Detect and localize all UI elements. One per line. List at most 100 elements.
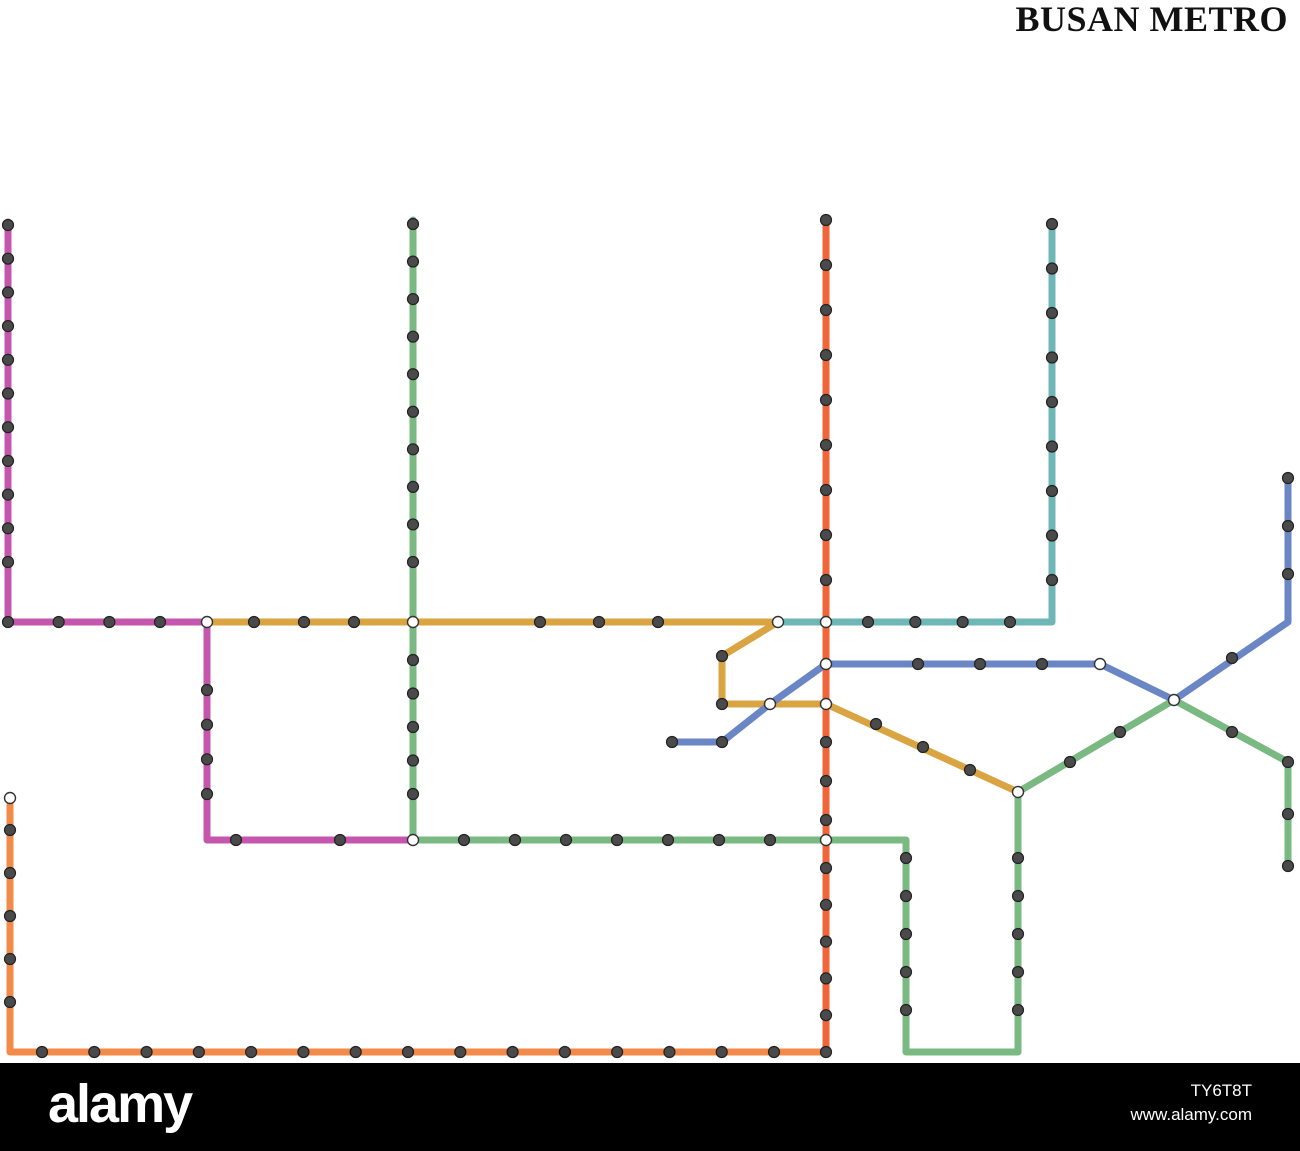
station-dot <box>899 889 913 903</box>
station-dot <box>1225 651 1239 665</box>
station-dot <box>200 683 214 697</box>
station-dot <box>406 720 420 734</box>
station-dot <box>192 1045 205 1059</box>
station-dot <box>1 488 15 501</box>
station-dot <box>1 387 15 400</box>
station-dot <box>1281 567 1295 581</box>
station-dot <box>1 353 15 366</box>
interchange-station <box>1093 657 1107 671</box>
station-dot <box>1045 573 1059 587</box>
station-dot <box>1011 889 1025 903</box>
station-dot <box>1225 725 1239 739</box>
station-dot <box>819 935 833 948</box>
station-dot <box>347 615 361 629</box>
station-dot <box>406 330 420 343</box>
station-dot <box>1045 529 1059 542</box>
interchange-station <box>771 615 785 629</box>
station-dot <box>819 774 833 788</box>
station-dot <box>1113 725 1127 739</box>
station-dot <box>1 252 15 265</box>
station-dot <box>1 218 15 232</box>
station-dot <box>406 405 420 418</box>
station-dot <box>665 735 679 749</box>
station-dot <box>349 1045 362 1059</box>
station-dot <box>819 483 833 497</box>
station-dot <box>1045 395 1059 409</box>
interchange-station <box>819 697 833 711</box>
station-dot <box>956 615 969 629</box>
interchange-station <box>819 657 833 671</box>
station-dot <box>1045 440 1059 453</box>
interchange-station <box>1167 693 1181 707</box>
line-teal-route <box>774 218 1056 626</box>
station-dot <box>899 927 913 941</box>
station-dot <box>533 615 547 629</box>
station-dot <box>103 615 116 629</box>
station-dot <box>819 1009 833 1022</box>
station-dot <box>140 1045 153 1059</box>
station-dot <box>1011 927 1025 941</box>
station-dot <box>715 735 729 749</box>
watermark-footer: alamy TY6T8T www.alamy.com <box>0 1063 1300 1151</box>
interchange-station <box>406 833 420 847</box>
station-dot <box>909 615 922 629</box>
station-dot <box>3 995 17 1009</box>
station-dot <box>973 657 987 671</box>
station-dot <box>592 615 606 629</box>
station-dot <box>819 258 833 272</box>
station-dot <box>88 1045 101 1059</box>
interchange-station <box>200 615 214 629</box>
line-green-route <box>409 216 1292 1056</box>
station-dot <box>1 522 15 535</box>
map-title: BUSAN METRO <box>1015 0 1288 39</box>
station-dot <box>819 813 833 827</box>
station-dot <box>559 833 573 847</box>
station-dot <box>406 255 420 268</box>
line-orange-route <box>6 794 830 1056</box>
station-dot <box>1 615 15 629</box>
station-dot <box>1281 807 1295 821</box>
station-dot <box>1281 519 1295 533</box>
interchange-station <box>1011 785 1025 799</box>
interchange-station <box>3 791 17 805</box>
station-dot <box>715 649 729 663</box>
station-dot <box>1281 471 1295 485</box>
station-dot <box>506 1045 519 1059</box>
station-dot <box>406 754 420 767</box>
station-dot <box>406 217 420 231</box>
station-dot <box>963 763 977 777</box>
station-dot <box>406 293 420 306</box>
interchange-station <box>819 833 833 847</box>
station-dot <box>153 615 167 629</box>
station-dot <box>610 833 624 847</box>
station-dot <box>406 443 420 456</box>
station-dot <box>406 653 420 667</box>
station-dot <box>245 1045 258 1059</box>
station-dot <box>1035 657 1049 671</box>
station-dot <box>1011 1003 1025 1017</box>
interchange-station <box>406 615 420 629</box>
station-dot <box>715 1045 728 1059</box>
station-dot <box>819 898 833 911</box>
station-dot <box>406 787 420 801</box>
interchange-station <box>819 615 833 629</box>
station-dot <box>3 909 17 923</box>
station-dot <box>663 1045 676 1059</box>
station-dot <box>297 1045 310 1059</box>
station-dot <box>35 1045 49 1059</box>
station-dot <box>1011 851 1025 865</box>
station-dot <box>200 787 214 801</box>
line-blue-route <box>668 474 1292 746</box>
station-dot <box>1281 755 1295 769</box>
station-dot <box>767 1045 781 1059</box>
station-dot <box>508 833 522 847</box>
station-dot <box>899 851 913 865</box>
station-dot <box>200 753 214 766</box>
station-dot <box>1045 351 1059 364</box>
station-dot <box>661 833 675 847</box>
station-dot <box>1045 484 1059 498</box>
station-dot <box>819 1045 833 1059</box>
station-dot <box>454 1045 467 1059</box>
station-dot <box>457 833 471 847</box>
station-dot <box>651 615 665 629</box>
